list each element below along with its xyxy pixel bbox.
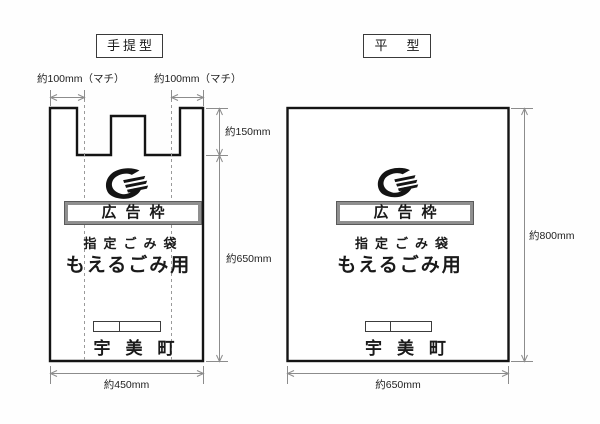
ad-frame-box: 広告枠 <box>65 202 201 224</box>
ad-frame-box: 広告枠 <box>337 202 473 224</box>
handle-height-dimension-label: 約150mm <box>225 126 271 138</box>
gusset-fold-lines <box>84 99 172 360</box>
flat-type-title: 平 型 <box>363 34 431 58</box>
town-name-text: 宇美町 <box>365 339 461 358</box>
designated-bag-text: 指定ごみ袋 <box>354 236 455 251</box>
umi-town-logo-icon <box>377 167 419 198</box>
gusset-left-dimension-label: 約100mm（マチ） <box>37 73 125 85</box>
flat-bag-outline <box>286 106 510 363</box>
umi-town-logo-icon <box>105 168 149 199</box>
body-height-dimension-label: 約650mm <box>226 253 272 265</box>
town-name-text: 宇美町 <box>93 339 190 358</box>
handle-type-title: 手提型 <box>96 34 163 58</box>
serial-number-box-divider <box>119 322 120 331</box>
handle-bag-width-dimension-label: 約450mm <box>103 379 150 391</box>
gusset-right-dimension-label: 約100mm（マチ） <box>154 73 242 85</box>
dimension-lines <box>49 90 533 384</box>
serial-number-box <box>93 321 161 332</box>
handle-bag-outline <box>48 106 205 363</box>
flat-bag-width-dimension-label: 約650mm <box>375 379 421 391</box>
flat-bag-height-dimension-label: 約800mm <box>529 230 575 242</box>
designated-bag-text: 指定ごみ袋 <box>83 236 184 251</box>
burnable-use-text: もえるごみ用 <box>337 255 463 276</box>
burnable-use-text: もえるごみ用 <box>65 255 192 276</box>
serial-number-box <box>365 321 432 332</box>
serial-number-box-divider <box>390 322 391 331</box>
